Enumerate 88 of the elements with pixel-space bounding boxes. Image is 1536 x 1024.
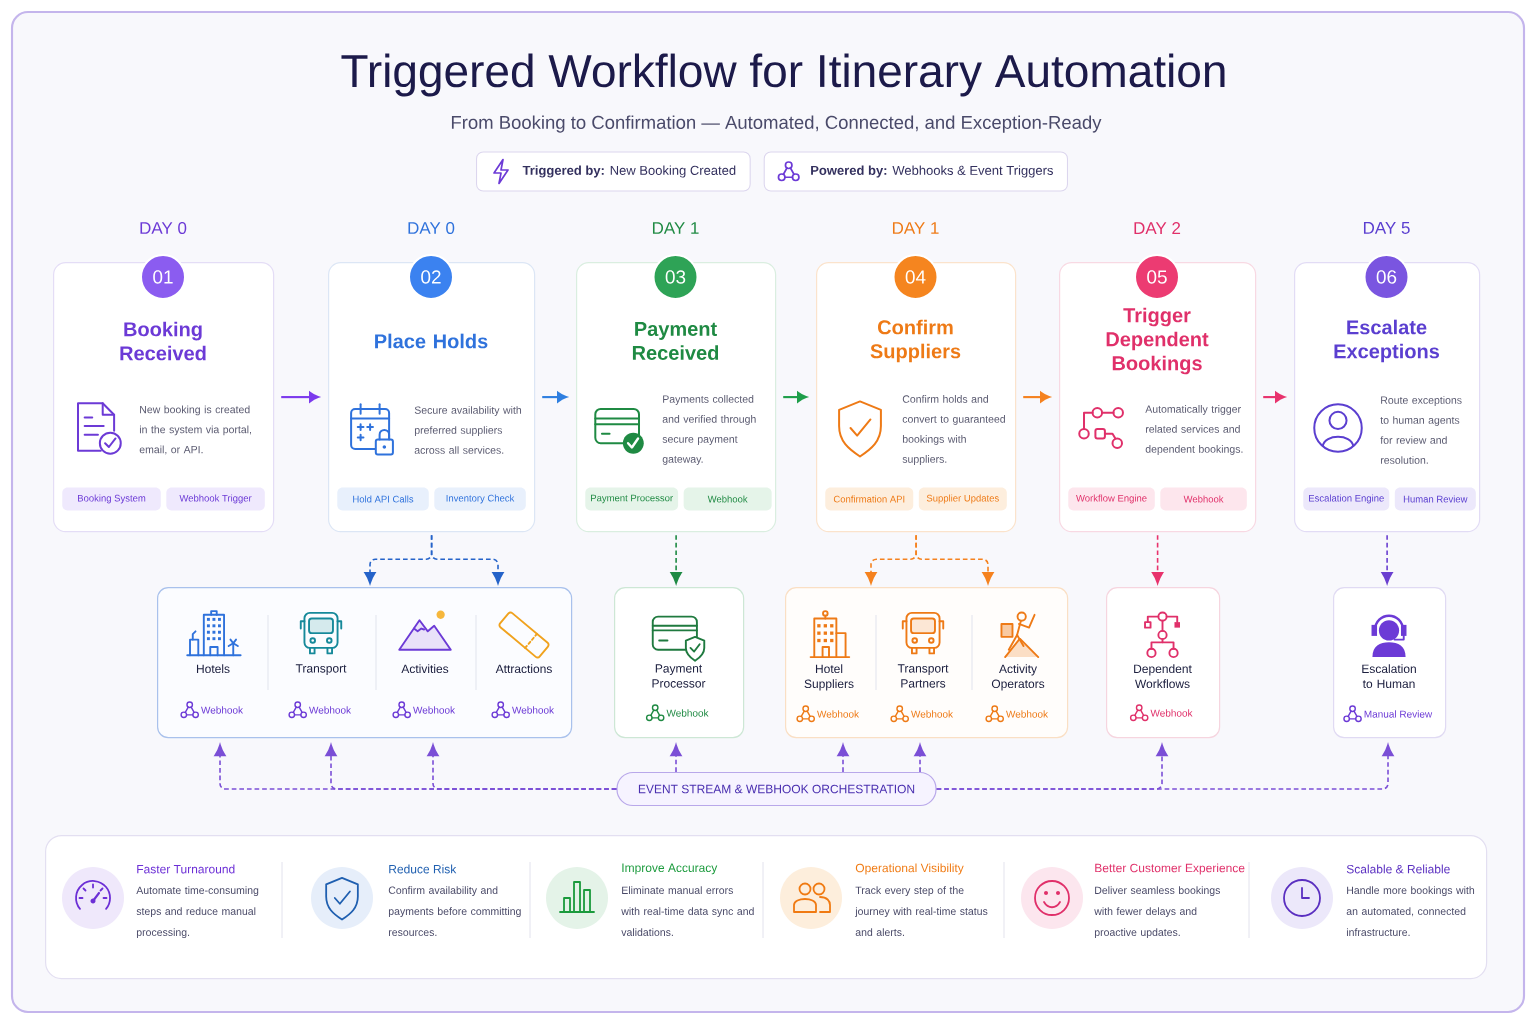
number-badge: 03 — [652, 254, 699, 300]
header-badge: Powered by: Webhooks & Event Triggers — [763, 151, 1068, 192]
day-label: DAY 0 — [140, 221, 187, 234]
day-label: DAY 2 — [1134, 222, 1181, 234]
step-title: Trigger Dependent Bookings — [1106, 307, 1209, 375]
dashed-arrow — [914, 744, 926, 773]
step-title: Escalate Exceptions — [1334, 319, 1439, 363]
dashed-arrow — [427, 744, 618, 790]
step-description: New booking is created in the system via portal, email, or API. — [139, 405, 251, 455]
step-description: Route exceptions to human agents for review and resolution. — [1380, 396, 1462, 464]
step-title: Payment Received — [632, 322, 719, 360]
number-badge: 05 — [1134, 254, 1180, 300]
item-label: Hotel Suppliers — [804, 664, 854, 691]
integration-label: Webhook — [309, 706, 352, 714]
tag-chip: Supplier Updates — [918, 487, 1007, 511]
dashed-arrow — [837, 744, 849, 773]
step-description: Secure availability with preferred suppliers across all services. — [414, 406, 521, 454]
number-badge: 01 — [140, 254, 186, 300]
benefit-text: Track every step of the journey with real-time status and alerts. — [855, 886, 988, 936]
number-badge: 06 — [1363, 254, 1410, 300]
dashed-arrow — [670, 744, 682, 773]
dashed-arrow — [430, 534, 504, 585]
tag-chip: Booking System — [62, 487, 161, 511]
subtitle: From Booking to Confirmation — Automated, Connected, and Exception-Ready — [451, 115, 1102, 133]
step-description: Automatically trigger related services and dependent bookings. — [1145, 405, 1243, 455]
integration-label: Webhook — [666, 709, 709, 717]
benefit-heading: Improve Accuracy — [622, 863, 718, 875]
day-label: DAY 5 — [1363, 222, 1410, 234]
tag-chip: Webhook — [1160, 487, 1247, 511]
tag-chip: Confirmation API — [825, 487, 914, 511]
integration-label: Webhook — [201, 706, 244, 714]
step-title: Confirm Suppliers — [870, 319, 961, 363]
item-label: Transport Partners — [897, 664, 949, 688]
item-label: Attractions — [495, 664, 552, 674]
dashed-arrow — [670, 534, 682, 585]
tag-chip: Hold API Calls — [337, 487, 429, 511]
tag-chip: Workflow Engine — [1068, 487, 1155, 511]
arrow — [281, 391, 319, 403]
tag-chip: Payment Processor — [585, 487, 679, 511]
item-label: Transport — [295, 664, 347, 675]
benefit-heading: Operational Visibility — [855, 863, 964, 875]
dashed-arrow — [935, 744, 1394, 790]
item-label: Activities — [401, 664, 449, 674]
arrow — [542, 391, 567, 403]
benefit-text: Confirm availability and payments before committing resources. — [388, 886, 521, 936]
day-label: DAY 1 — [652, 222, 699, 234]
integration-label: Webhook — [1006, 710, 1049, 718]
day-label: DAY 1 — [892, 222, 939, 234]
item-label: Payment Processor — [652, 664, 706, 688]
tag-chip: Human Review — [1394, 487, 1476, 511]
arrow — [1263, 391, 1285, 403]
step-title: Place Holds — [375, 333, 488, 349]
dashed-arrow — [1151, 534, 1164, 585]
integration-label: Webhook — [512, 706, 555, 714]
benefit-text: Eliminate manual errors with real-time data sync and validations. — [621, 886, 754, 936]
number-badge: 02 — [408, 254, 454, 300]
benefit-text: Deliver seamless bookings with fewer delays and proactive updates. — [1094, 886, 1220, 939]
integration-label: Manual Review — [1364, 710, 1433, 718]
header-badge: Triggered by: New Booking Created — [476, 151, 751, 192]
event-stream-pill: EVENT STREAM & WEBHOOK ORCHESTRATION — [616, 771, 937, 807]
arrow — [1023, 391, 1050, 403]
step-title: Booking Received — [120, 321, 206, 361]
integration-label: Webhook — [911, 710, 954, 718]
benefit-text: Handle more bookings with an automated, connected infrastructure. — [1346, 886, 1475, 936]
title: Triggered Workflow for Itinerary Automation — [341, 53, 1225, 97]
benefit-heading: Reduce Risk — [389, 864, 457, 874]
tag-chip: Escalation Engine — [1303, 487, 1390, 511]
tag-chip: Inventory Check — [434, 487, 526, 511]
number-badge: 04 — [892, 254, 939, 300]
integration-label: Webhook — [413, 706, 456, 714]
tag-chip: Webhook Trigger — [166, 487, 265, 511]
item-label: Activity Operators — [991, 664, 1045, 691]
item-label: Hotels — [197, 664, 230, 674]
integration-label: Webhook — [817, 710, 860, 718]
benefit-heading: Faster Turnaround — [137, 864, 235, 874]
benefit-heading: Scalable & Reliable — [1346, 864, 1450, 874]
arrow — [783, 391, 807, 403]
integration-label: Webhook — [1150, 709, 1193, 717]
dashed-arrow — [1381, 534, 1393, 585]
tag-chip: Webhook — [683, 487, 772, 511]
item-label: Escalation to Human — [1362, 664, 1416, 689]
day-label: DAY 0 — [408, 221, 455, 234]
item-label: Dependent Workflows — [1134, 664, 1192, 689]
step-description: Payments collected and verified through secure payment gateway. — [662, 395, 756, 465]
step-description: Confirm holds and convert to guaranteed bookings with suppliers. — [902, 395, 1005, 465]
benefit-heading: Better Customer Experience — [1095, 863, 1245, 875]
benefit-text: Automate time-consuming steps and reduce manual processing. — [136, 886, 259, 939]
dashed-arrow — [915, 534, 994, 585]
